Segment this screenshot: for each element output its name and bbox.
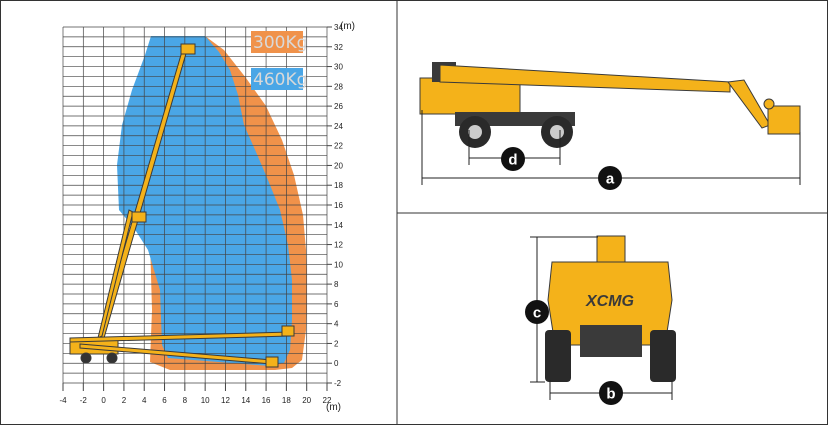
- legend-swatch-300kg: [251, 31, 303, 53]
- telescopic-boom: [439, 64, 731, 93]
- x-tick-label: 6: [162, 396, 167, 405]
- platform-light: [763, 98, 775, 110]
- y-tick-label: 6: [334, 300, 339, 309]
- x-tick-label: -4: [59, 396, 67, 405]
- y-tick-label: 22: [334, 142, 343, 151]
- x-tick-label: 2: [122, 396, 127, 405]
- x-tick-label: 10: [201, 396, 210, 405]
- platform-horizontal: [281, 325, 295, 337]
- boom-stub: [596, 235, 626, 267]
- front-hub: [468, 125, 482, 139]
- dimension-label-b: b: [606, 386, 615, 403]
- x-tick-label: 4: [142, 396, 147, 405]
- dimension-marker-c: [525, 300, 549, 324]
- y-tick-label: 16: [334, 201, 343, 210]
- y-tick-label: 34: [334, 23, 343, 32]
- y-tick-label: 26: [334, 102, 343, 111]
- x-tick-label: 14: [241, 396, 250, 405]
- y-tick-label: 4: [334, 320, 339, 329]
- rear-frame: [580, 325, 642, 357]
- legend-label-460kg: 460Kg: [253, 70, 307, 90]
- x-tick-label: 22: [323, 396, 332, 405]
- right-wheel: [650, 330, 676, 382]
- envelope-460kg: [117, 36, 292, 366]
- x-tick-label: 20: [302, 396, 311, 405]
- dimension-marker-d: [501, 147, 525, 171]
- x-tick-label: 12: [221, 396, 230, 405]
- left-wheel: [545, 330, 571, 382]
- y-tick-label: 24: [334, 122, 343, 131]
- dimension-label-a: a: [606, 171, 615, 188]
- y-axis-unit: (m): [340, 21, 355, 32]
- y-tick-label: 2: [334, 339, 339, 348]
- rear-hub: [550, 125, 564, 139]
- x-axis-ticks: -4 -2 0 2 4 6 8 10 12 14 16 18 20 22: [59, 383, 332, 405]
- side-view: d a: [419, 62, 801, 190]
- brand-logo: XCMG: [585, 293, 634, 310]
- boom-positions: [69, 43, 295, 368]
- y-tick-label: 14: [334, 221, 343, 230]
- dimension-marker-a: [598, 166, 622, 190]
- x-tick-label: 0: [101, 396, 106, 405]
- y-tick-label: 20: [334, 161, 343, 170]
- x-tick-label: 16: [262, 396, 271, 405]
- x-axis-unit: (m): [326, 402, 341, 413]
- wheel: [106, 352, 118, 364]
- x-tick-label: -2: [80, 396, 88, 405]
- dimension-label-d: d: [508, 152, 517, 169]
- y-tick-label: 8: [334, 280, 339, 289]
- y-tick-label: 0: [334, 359, 339, 368]
- wheel: [80, 352, 92, 364]
- legend-label-300kg: 300Kg: [253, 33, 307, 53]
- y-tick-label: 12: [334, 241, 343, 250]
- platform-low: [265, 356, 279, 368]
- dimension-label-c: c: [533, 305, 541, 322]
- dimension-marker-b: [599, 381, 623, 405]
- x-tick-label: 18: [282, 396, 291, 405]
- legend-swatch-460kg: [251, 68, 303, 90]
- y-tick-label: 30: [334, 63, 343, 72]
- y-tick-label: 32: [334, 43, 343, 52]
- y-tick-label: -2: [334, 379, 342, 388]
- rear-view: XCMG c b: [525, 235, 676, 405]
- y-tick-label: 28: [334, 82, 343, 91]
- x-tick-label: 8: [183, 396, 188, 405]
- y-tick-label: 18: [334, 181, 343, 190]
- platform-top: [180, 43, 196, 55]
- platform-basket: [767, 105, 801, 135]
- platform-mid: [131, 211, 147, 223]
- y-tick-label: 10: [334, 260, 343, 269]
